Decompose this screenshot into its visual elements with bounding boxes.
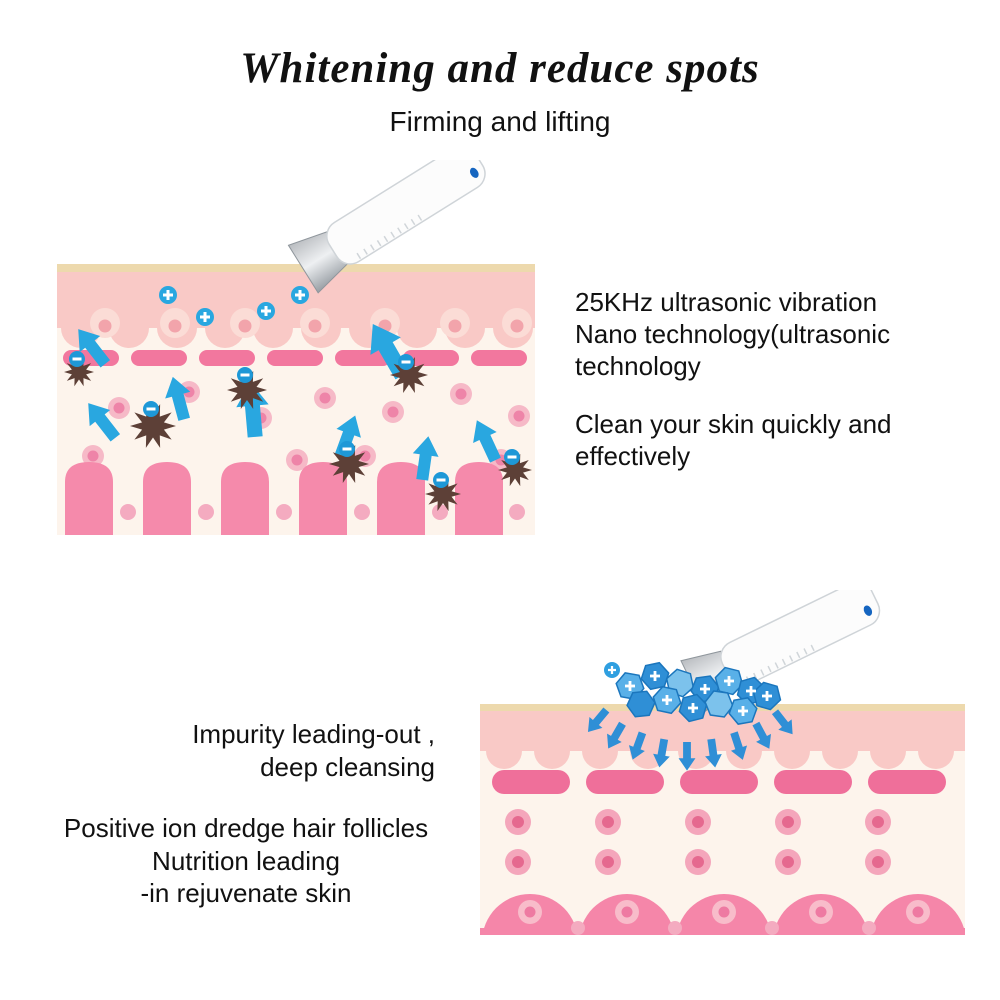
device-logo: [863, 605, 873, 616]
capsule-cells: [492, 770, 946, 794]
dermis-dots: [82, 381, 530, 471]
impurity-leading-out-graphic: [57, 145, 535, 535]
feature-paragraph-2: Clean your skin quickly and effectively: [575, 408, 892, 471]
pore-dots: [90, 308, 532, 338]
positive-ion-circle: [604, 662, 620, 678]
ultrasonic-device: [287, 145, 486, 294]
feature-paragraph-1: 25KHz ultrasonic vibration Nano technolo…: [575, 287, 891, 381]
nutrition-leading-in-graphic: [480, 581, 966, 990]
bottom-illustration: [480, 581, 966, 990]
dermis-ring-dots: [505, 809, 891, 875]
device-logo: [469, 167, 479, 178]
page-title: Whitening and reduce spots: [240, 45, 760, 92]
handle-texture: [356, 214, 423, 260]
page-subtitle: Firming and lifting: [389, 106, 611, 137]
skin-cross-section: [480, 704, 966, 990]
handle-texture: [745, 644, 815, 683]
positive-ion-text: Positive ion dredge hair follicles Nutri…: [63, 813, 429, 908]
ultrasonic-feature-text: 25KHz ultrasonic vibration Nano technolo…: [575, 287, 935, 499]
skin-cross-section: [57, 264, 535, 535]
papilla-gap-dots: [120, 504, 525, 520]
dermal-papillae: [65, 462, 503, 535]
top-illustration: [57, 145, 535, 535]
impurity-cleansing-text: Impurity leading-out , deep cleansing: [192, 719, 435, 783]
